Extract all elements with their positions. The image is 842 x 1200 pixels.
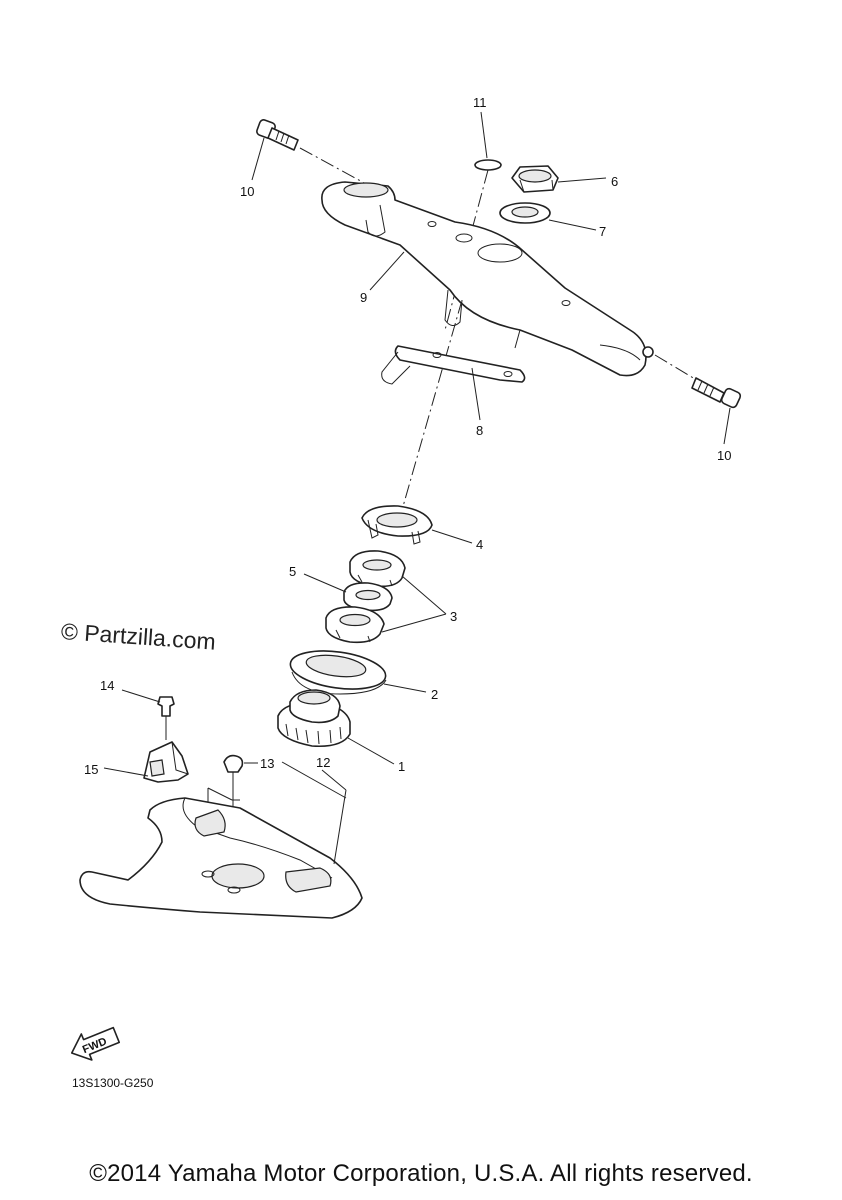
callout-15: 15 [84, 762, 98, 777]
part-11-cap [474, 159, 502, 171]
callout-11: 11 [473, 95, 487, 110]
callout-9: 9 [360, 290, 367, 305]
fwd-arrow-icon: FWD [70, 1026, 121, 1061]
bolt-right [691, 377, 742, 409]
part-8-stay [381, 345, 526, 385]
callout-6: 6 [611, 174, 618, 189]
callout-5: 5 [289, 564, 296, 579]
part-3-ring-nut-lower [325, 606, 385, 644]
callout-10-left: 10 [240, 184, 254, 199]
callout-8: 8 [476, 423, 483, 438]
part-14-clip [157, 696, 175, 740]
callout-12: 12 [316, 755, 330, 770]
part-2-bearing-cover [289, 650, 387, 695]
bolt-axis-right [654, 354, 701, 383]
callout-4: 4 [476, 537, 483, 552]
part-12-cover-plate [79, 797, 363, 919]
bolt-axis-left [299, 147, 369, 186]
callout-10-right: 10 [717, 448, 731, 463]
callout-3: 3 [450, 609, 457, 624]
part-7-washer [499, 202, 551, 224]
steering-axis-lower [401, 299, 463, 511]
leader-lines [103, 111, 731, 865]
copyright-notice: ©2014 Yamaha Motor Corporation, U.S.A. A… [89, 1160, 753, 1187]
part-4-lock-washer [361, 505, 433, 545]
callout-14: 14 [100, 678, 114, 693]
callout-7: 7 [599, 224, 606, 239]
bolt-left [256, 119, 299, 151]
callout-2: 2 [431, 687, 438, 702]
part-1-bearing [277, 689, 351, 748]
callout-1: 1 [398, 759, 405, 774]
part-6-nut [511, 165, 559, 193]
part-9-upper-bracket [321, 181, 654, 377]
diagram-code: 13S1300-G250 [72, 1076, 154, 1090]
callout-13: 13 [260, 756, 274, 771]
part-15-holder [143, 741, 189, 783]
part-3-ring-nut-upper [349, 550, 406, 588]
